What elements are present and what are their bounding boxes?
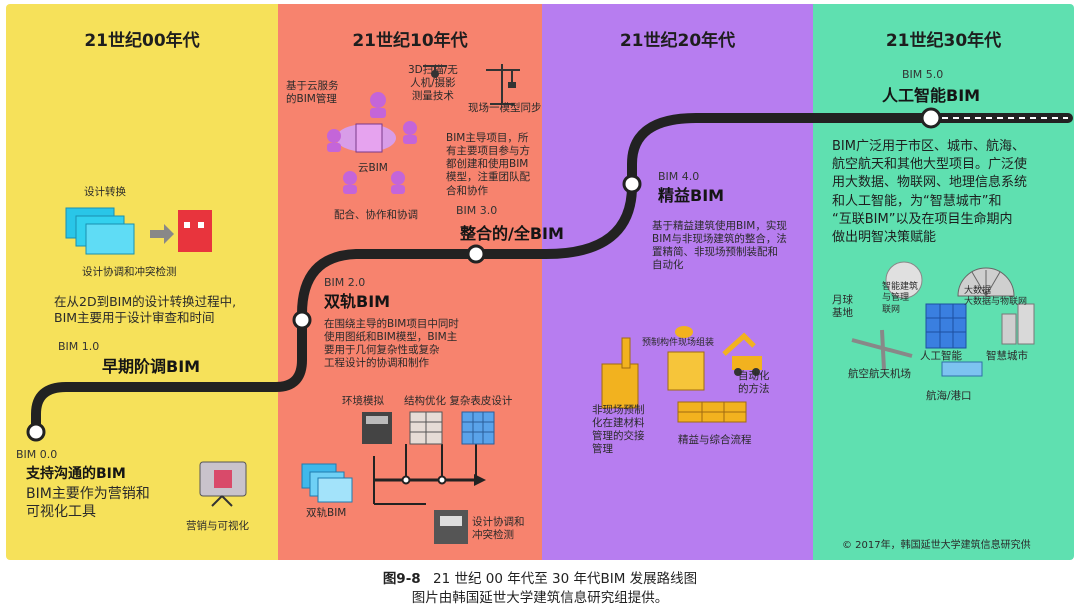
lean-construction-icons xyxy=(601,326,762,409)
figure-number: 图9-8 xyxy=(382,571,421,587)
lean-process-icon xyxy=(677,401,747,423)
bim2-level: BIM 2.0 xyxy=(324,276,366,289)
coord-icon xyxy=(434,510,468,544)
era-header-2010s: 21世纪10年代 xyxy=(352,31,468,51)
milestone-dot-bim2 xyxy=(292,310,312,330)
bim2-title: 双轨BIM xyxy=(324,292,391,311)
marketing-label: 营销与可视化 xyxy=(186,520,249,532)
sync-label: 现场一模型同步 xyxy=(468,102,542,114)
lean-label: 精益与综合流程 xyxy=(678,434,752,446)
bim1-description: 在从2D到BIM的设计转换过程中, BIM主要用于设计审查和时间 xyxy=(54,294,237,325)
figure-caption-line2: 图片由韩国延世大学建筑信息研究组提供。 xyxy=(411,590,669,606)
bim5-level: BIM 5.0 xyxy=(902,68,944,81)
design-coord-label: 设计协调和冲突检测 xyxy=(82,266,177,278)
smart-build-label: 智能建筑 与管理 联网 xyxy=(882,282,919,315)
smart-city-label: 智慧城市 xyxy=(986,350,1028,362)
bim0-level: BIM 0.0 xyxy=(16,448,58,461)
design-convert-label: 设计转换 xyxy=(84,186,126,198)
bim3-title: 整合的/全BIM xyxy=(460,224,564,243)
smart-future-icons xyxy=(851,261,1035,377)
cloud-bim-network-icon xyxy=(327,92,417,194)
milestone-dot-bim5 xyxy=(920,107,942,129)
bim5-title: 人工智能BIM xyxy=(882,86,981,105)
dual-bim-icon xyxy=(301,463,353,503)
copyright-note: © 2017年，韩国延世大学建筑信息研究供 xyxy=(842,540,1031,551)
drone-icon xyxy=(423,65,447,78)
bim4-description: 基于精益建筑使用BIM，实现 BIM与非现场建筑的整合，法 置精简、非现场预制装… xyxy=(652,220,787,272)
era-column-2030s xyxy=(813,4,1074,560)
bim0-description: BIM主要作为营销和 可视化工具 xyxy=(26,486,150,520)
era-header-2000s: 21世纪00年代 xyxy=(84,31,200,51)
cloud-bim-label: 云BIM xyxy=(358,162,388,174)
milestone-dot-bim4 xyxy=(622,174,642,194)
collab-label: 配合、协作和协调 xyxy=(334,209,418,221)
bim5-description: BIM广泛用于市区、城市、航海、 航空航天和其他大型项目。广泛使 用大数据、物联… xyxy=(832,139,1028,245)
crane-icon xyxy=(486,64,520,105)
bim0-title: 支持沟通的BIM xyxy=(26,466,126,482)
struct-label: 结构优化 复杂表皮设计 xyxy=(404,395,513,407)
bim3-level: BIM 3.0 xyxy=(456,204,498,217)
robot-label: 自动化 的方法 xyxy=(738,370,770,396)
milestone-dot-bim3 xyxy=(466,244,486,264)
milestone-dot-bim0 xyxy=(26,422,46,442)
figure-title: 21 世纪 00 年代至 30 年代BIM 发展路线图 xyxy=(433,571,698,587)
bim4-level: BIM 4.0 xyxy=(658,170,700,183)
design-convert-icon xyxy=(65,207,212,255)
bim1-title: 早期阶调BIM xyxy=(102,357,201,376)
iot-label: 大数据 大数据与物联网 xyxy=(964,286,1028,308)
env-label: 环境模拟 xyxy=(342,395,384,407)
cloud-label: 基于云服务 的BIM管理 xyxy=(286,80,339,106)
era-column-2020s xyxy=(542,4,813,560)
marketing-icon xyxy=(199,461,247,507)
aero-label: 航空航天机场 xyxy=(848,368,911,380)
design-coord2-label: 设计协调和 冲突检测 xyxy=(472,516,525,542)
bim2-description: 在围绕主导的BIM项目中同时 使用图纸和BIM模型，BIM主 要用于几何复杂性或… xyxy=(324,318,459,370)
dual-bim-label: 双轨BIM xyxy=(306,507,347,519)
offsite-label: 非现场预制 化在建材料 管理的交接 管理 xyxy=(592,404,645,456)
prefab-label: 预制构件现场组装 xyxy=(642,338,715,348)
moon-label: 月球 基地 xyxy=(832,294,853,320)
bim4-title: 精益BIM xyxy=(658,186,725,205)
port-label: 航海/港口 xyxy=(926,390,972,402)
bim1-level: BIM 1.0 xyxy=(58,340,100,353)
figure-caption-line1: 图9-8 21 世纪 00 年代至 30 年代BIM 发展路线图 xyxy=(0,567,1080,587)
roadmap-road xyxy=(26,107,1073,505)
era-header-2020s: 21世纪20年代 xyxy=(619,31,736,51)
roadmap-panel: 21世纪00年代 21世纪10年代 21世纪20年代 21世纪30年代 设计转换… xyxy=(6,4,1074,560)
ai-label: 人工智能 xyxy=(920,350,962,362)
era-header-2030s: 21世纪30年代 xyxy=(885,31,1002,51)
bim3-description: BIM主导项目，所 有主要项目参与方 都创建和使用BIM 模型，注重团队配 合和… xyxy=(446,132,530,197)
design-tools-icons xyxy=(362,411,495,445)
